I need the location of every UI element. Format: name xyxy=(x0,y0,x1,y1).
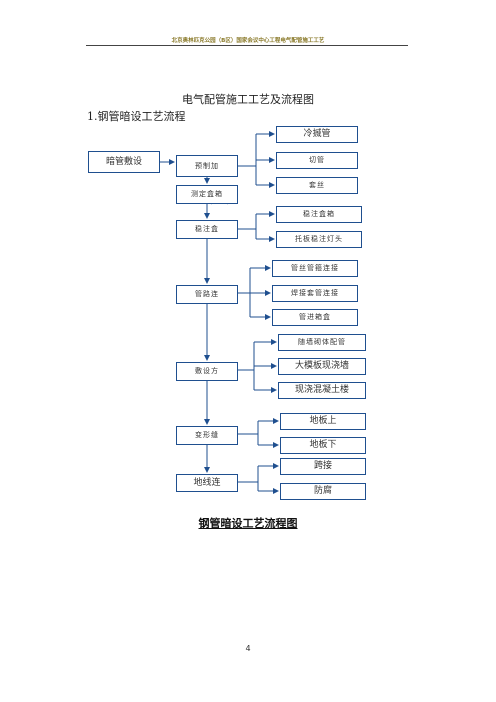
flow-step-prefabrication: 预制加 xyxy=(176,155,238,177)
section-heading: 1.钢管暗设工艺流程 xyxy=(87,110,186,123)
branch-weld-sleeve: 焊接套管连接 xyxy=(272,285,358,302)
branch-large-formwork: 大模板现浇墙 xyxy=(278,358,366,375)
branch-threading: 套丝 xyxy=(276,177,358,194)
branch-cold-bend: 冷揻管 xyxy=(276,126,358,143)
flow-step-laying-method: 敷设方 xyxy=(176,362,238,381)
branch-pipe-into-box: 管进箱盒 xyxy=(272,309,358,326)
page-number: 4 xyxy=(245,644,251,653)
branch-masonry-pipe: 随墙砌体配管 xyxy=(278,334,366,351)
branch-below-floor: 地板下 xyxy=(280,437,366,454)
branch-thread-coupling: 管丝管箍连接 xyxy=(272,260,358,277)
page-header: 北京奥林匹克公园（B区）国家会议中心工程电气配管施工工艺 xyxy=(171,38,325,44)
branch-cast-floor: 现浇混凝土楼 xyxy=(278,382,366,399)
document-title: 电气配管施工工艺及流程图 xyxy=(182,93,314,106)
branch-cut-pipe: 切管 xyxy=(276,152,358,169)
branch-bridging: 跨接 xyxy=(280,458,366,475)
flow-step-pipe-connection: 管路连 xyxy=(176,285,238,304)
flow-step-fix-boxes: 稳注盒 xyxy=(176,220,238,239)
branch-above-floor: 地板上 xyxy=(280,413,366,430)
header-rule xyxy=(86,45,408,46)
flow-step-expansion-joint: 变形缝 xyxy=(176,426,238,445)
flow-start-box: 暗管敷设 xyxy=(88,151,160,173)
flow-step-measure-boxes: 测定盒箱 xyxy=(176,185,238,204)
branch-fix-box: 稳注盒箱 xyxy=(276,206,362,223)
flow-step-ground-connection: 地线连 xyxy=(176,474,238,492)
branch-support-lamp: 托板稳注灯头 xyxy=(276,231,362,248)
figure-caption: 钢管暗设工艺流程图 xyxy=(198,517,298,530)
branch-anticorrosion: 防腐 xyxy=(280,483,366,500)
